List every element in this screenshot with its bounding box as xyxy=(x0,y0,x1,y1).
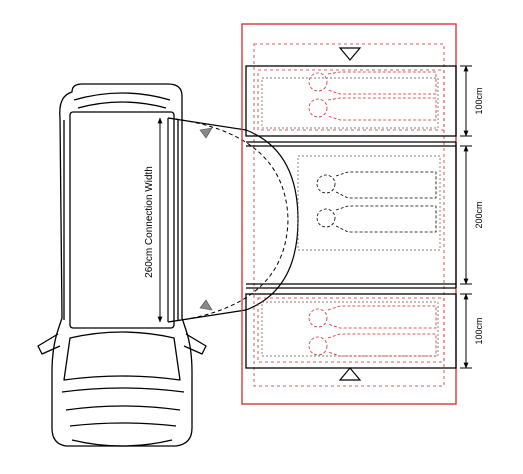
bottom-door-icon xyxy=(338,367,362,381)
living-area-depth-label: 200cm xyxy=(474,201,484,228)
awning-tunnel xyxy=(167,117,299,323)
top-door-icon xyxy=(338,47,362,61)
awning-footprint xyxy=(241,23,457,405)
lower-door-marker-icon xyxy=(199,299,213,311)
groundsheet-outline xyxy=(253,43,445,387)
top-bedroom xyxy=(245,47,457,137)
living-area xyxy=(246,141,457,289)
vehicle-outline xyxy=(37,83,207,447)
top-bedroom-depth-label: 100cm xyxy=(474,87,484,114)
bottom-bedroom xyxy=(245,293,457,381)
connection-width-label: 260cm Connection Width xyxy=(144,166,155,278)
upper-door-marker-icon xyxy=(199,127,213,139)
dimension-lines xyxy=(460,65,472,369)
bottom-bedroom-depth-label: 100cm xyxy=(474,317,484,344)
